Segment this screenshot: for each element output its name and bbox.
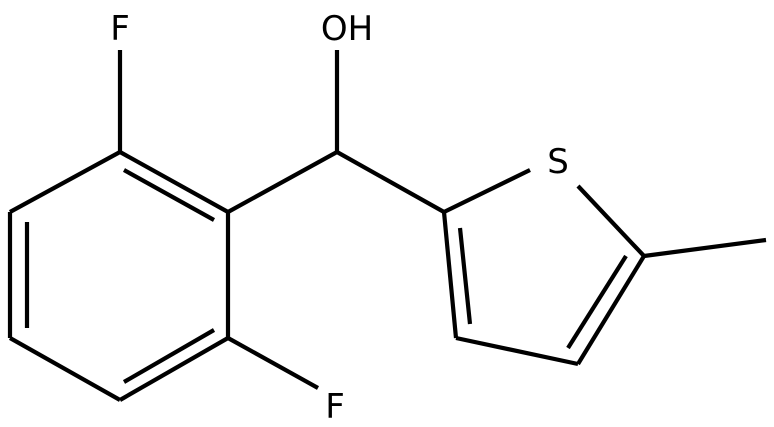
bond-methyl — [643, 237, 767, 259]
bond-carbinol-thiophene — [335, 150, 446, 214]
bond-c-f-bottom — [226, 336, 320, 390]
bond-ring-lower-left — [8, 336, 122, 402]
bond-ring-top-inner — [122, 168, 216, 222]
atom-label-oh: OH — [321, 9, 373, 49]
atom-label-f-top: F — [110, 9, 130, 49]
bond-c4-c3 — [455, 335, 579, 367]
bond-ring-lower-right — [118, 336, 230, 402]
bond-c3-c2 — [441, 211, 459, 339]
bond-ring-top — [118, 150, 230, 214]
bond-c5-c4 — [576, 254, 646, 366]
bond-c3-c2-inner — [457, 227, 473, 325]
bond-c5-c4-inner — [566, 254, 628, 350]
bond-s-c5 — [576, 184, 646, 258]
bond-ring-carbinol — [226, 150, 339, 214]
bond-ring-upper-left — [8, 150, 122, 214]
atom-label-s: S — [547, 142, 569, 182]
bond-c2-s — [443, 168, 531, 214]
bond-ring-lower-right-inner — [122, 328, 216, 384]
atom-label-f-bottom: F — [325, 387, 345, 427]
